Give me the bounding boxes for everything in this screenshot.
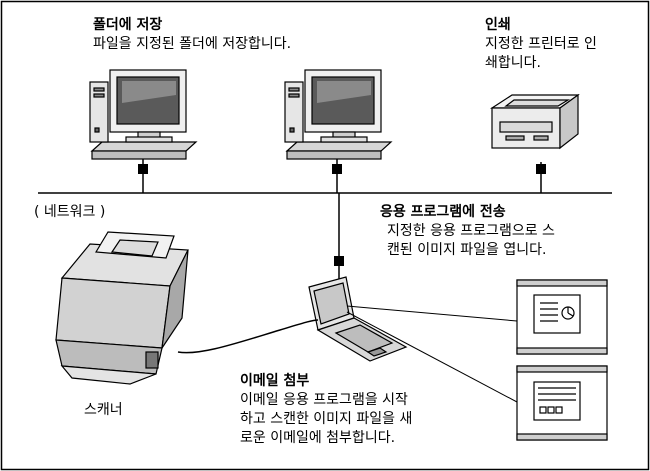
connector-laptop [334,256,344,266]
connector-pc2 [332,164,342,174]
computer-icon-folder [89,69,198,160]
usb-cable [177,319,319,354]
send-app-description-line2: 캔된 이미지 파일을 엽니다. [387,242,547,258]
laptop-icon [308,276,408,362]
scanner-label: 스캐너 [84,402,123,418]
computer-icon-second [284,69,393,160]
print-description-line2: 쇄합니다. [485,55,541,71]
printer-icon [489,93,580,150]
send-app-title: 응용 프로그램에 전송 [380,204,506,220]
pointer-line-app [346,305,518,322]
email-window-icon [516,365,608,441]
email-description-line1: 이메일 응용 프로그램을 시작 [240,392,408,408]
save-folder-title: 폴더에 저장 [93,17,163,33]
connector-pc1 [138,164,148,174]
email-description-line3: 로운 이메일에 첨부합니다. [240,430,396,446]
pointer-line-email [346,311,518,403]
document-window-icon [516,279,608,355]
scanner-icon [55,231,189,385]
email-title: 이메일 첨부 [240,373,310,389]
network-label: ( 네트워크 ) [34,204,106,220]
connector-printer [536,164,546,174]
print-title: 인쇄 [485,17,511,33]
save-folder-description: 파일을 지정된 폴더에 저장합니다. [93,36,292,52]
email-description-line2: 하고 스캔한 이미지 파일을 새 [240,411,413,427]
send-app-description-line1: 지정한 응용 프로그램으로 스 [387,223,555,239]
print-description-line1: 지정한 프린터로 인 [485,36,597,52]
